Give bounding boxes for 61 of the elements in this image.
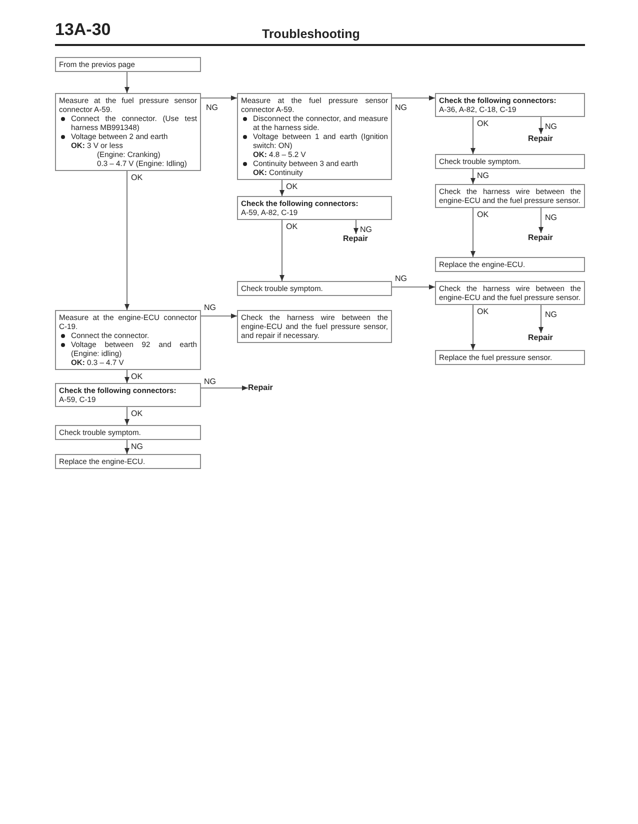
process-box [55, 93, 201, 171]
page-number: 13A-30 [55, 20, 111, 40]
process-box [435, 257, 585, 272]
connector-arrow [470, 208, 476, 258]
connector-arrow [392, 284, 436, 290]
edge-label: OK [476, 307, 490, 316]
edge-label: OK [285, 182, 299, 191]
process-box [237, 281, 392, 296]
connector-arrow [200, 386, 248, 390]
connector-arrow [200, 314, 238, 318]
edge-label: NG [130, 442, 144, 451]
process-box [435, 93, 585, 117]
connector-arrow [124, 72, 130, 94]
edge-label: OK [130, 173, 144, 182]
edge-label: OK [285, 222, 299, 231]
connector-arrow [124, 370, 130, 384]
process-box [435, 350, 585, 365]
process-box [237, 196, 392, 220]
process-box [55, 383, 201, 407]
edge-label: NG [203, 303, 217, 312]
connector-arrow [124, 170, 130, 310]
connector-arrow [354, 220, 358, 234]
edge-label: NG [205, 103, 219, 112]
action-text: Repair [248, 383, 273, 393]
action-text: Repair [528, 333, 553, 343]
edge-label: NG [476, 171, 490, 180]
connector-arrow [538, 116, 544, 134]
process-box [55, 310, 201, 370]
process-box [55, 425, 201, 440]
process-box [237, 93, 392, 180]
connector-arrow [200, 96, 238, 100]
connector-arrow [392, 96, 436, 100]
edge-label: OK [130, 409, 144, 418]
connector-arrow [124, 440, 130, 454]
edge-label: NG [203, 377, 217, 386]
connector-arrow [470, 304, 476, 350]
edge-label: NG [544, 122, 558, 131]
edge-label: NG [394, 274, 408, 283]
process-box [435, 154, 585, 169]
process-box [435, 281, 585, 305]
action-text: Repair [528, 134, 553, 144]
connector-arrow [538, 304, 544, 334]
edge-label: OK [476, 119, 490, 128]
edge-label: OK [130, 372, 144, 381]
edge-label: NG [394, 103, 408, 112]
action-text: Repair [343, 234, 368, 244]
connector-arrow [470, 168, 476, 184]
edge-label: OK [476, 210, 490, 219]
connector-arrow [538, 208, 544, 234]
connector-arrow [124, 406, 130, 426]
connector-arrow [280, 180, 284, 196]
edge-label: NG [544, 310, 558, 319]
process-box [55, 57, 201, 72]
process-box [435, 184, 585, 208]
edge-label: NG [359, 225, 373, 234]
action-text: Repair [528, 233, 553, 243]
connector-arrow [280, 220, 284, 282]
process-box [55, 454, 201, 469]
page-title: Troubleshooting [262, 27, 360, 41]
edge-label: NG [544, 213, 558, 222]
connector-arrow [470, 116, 476, 154]
